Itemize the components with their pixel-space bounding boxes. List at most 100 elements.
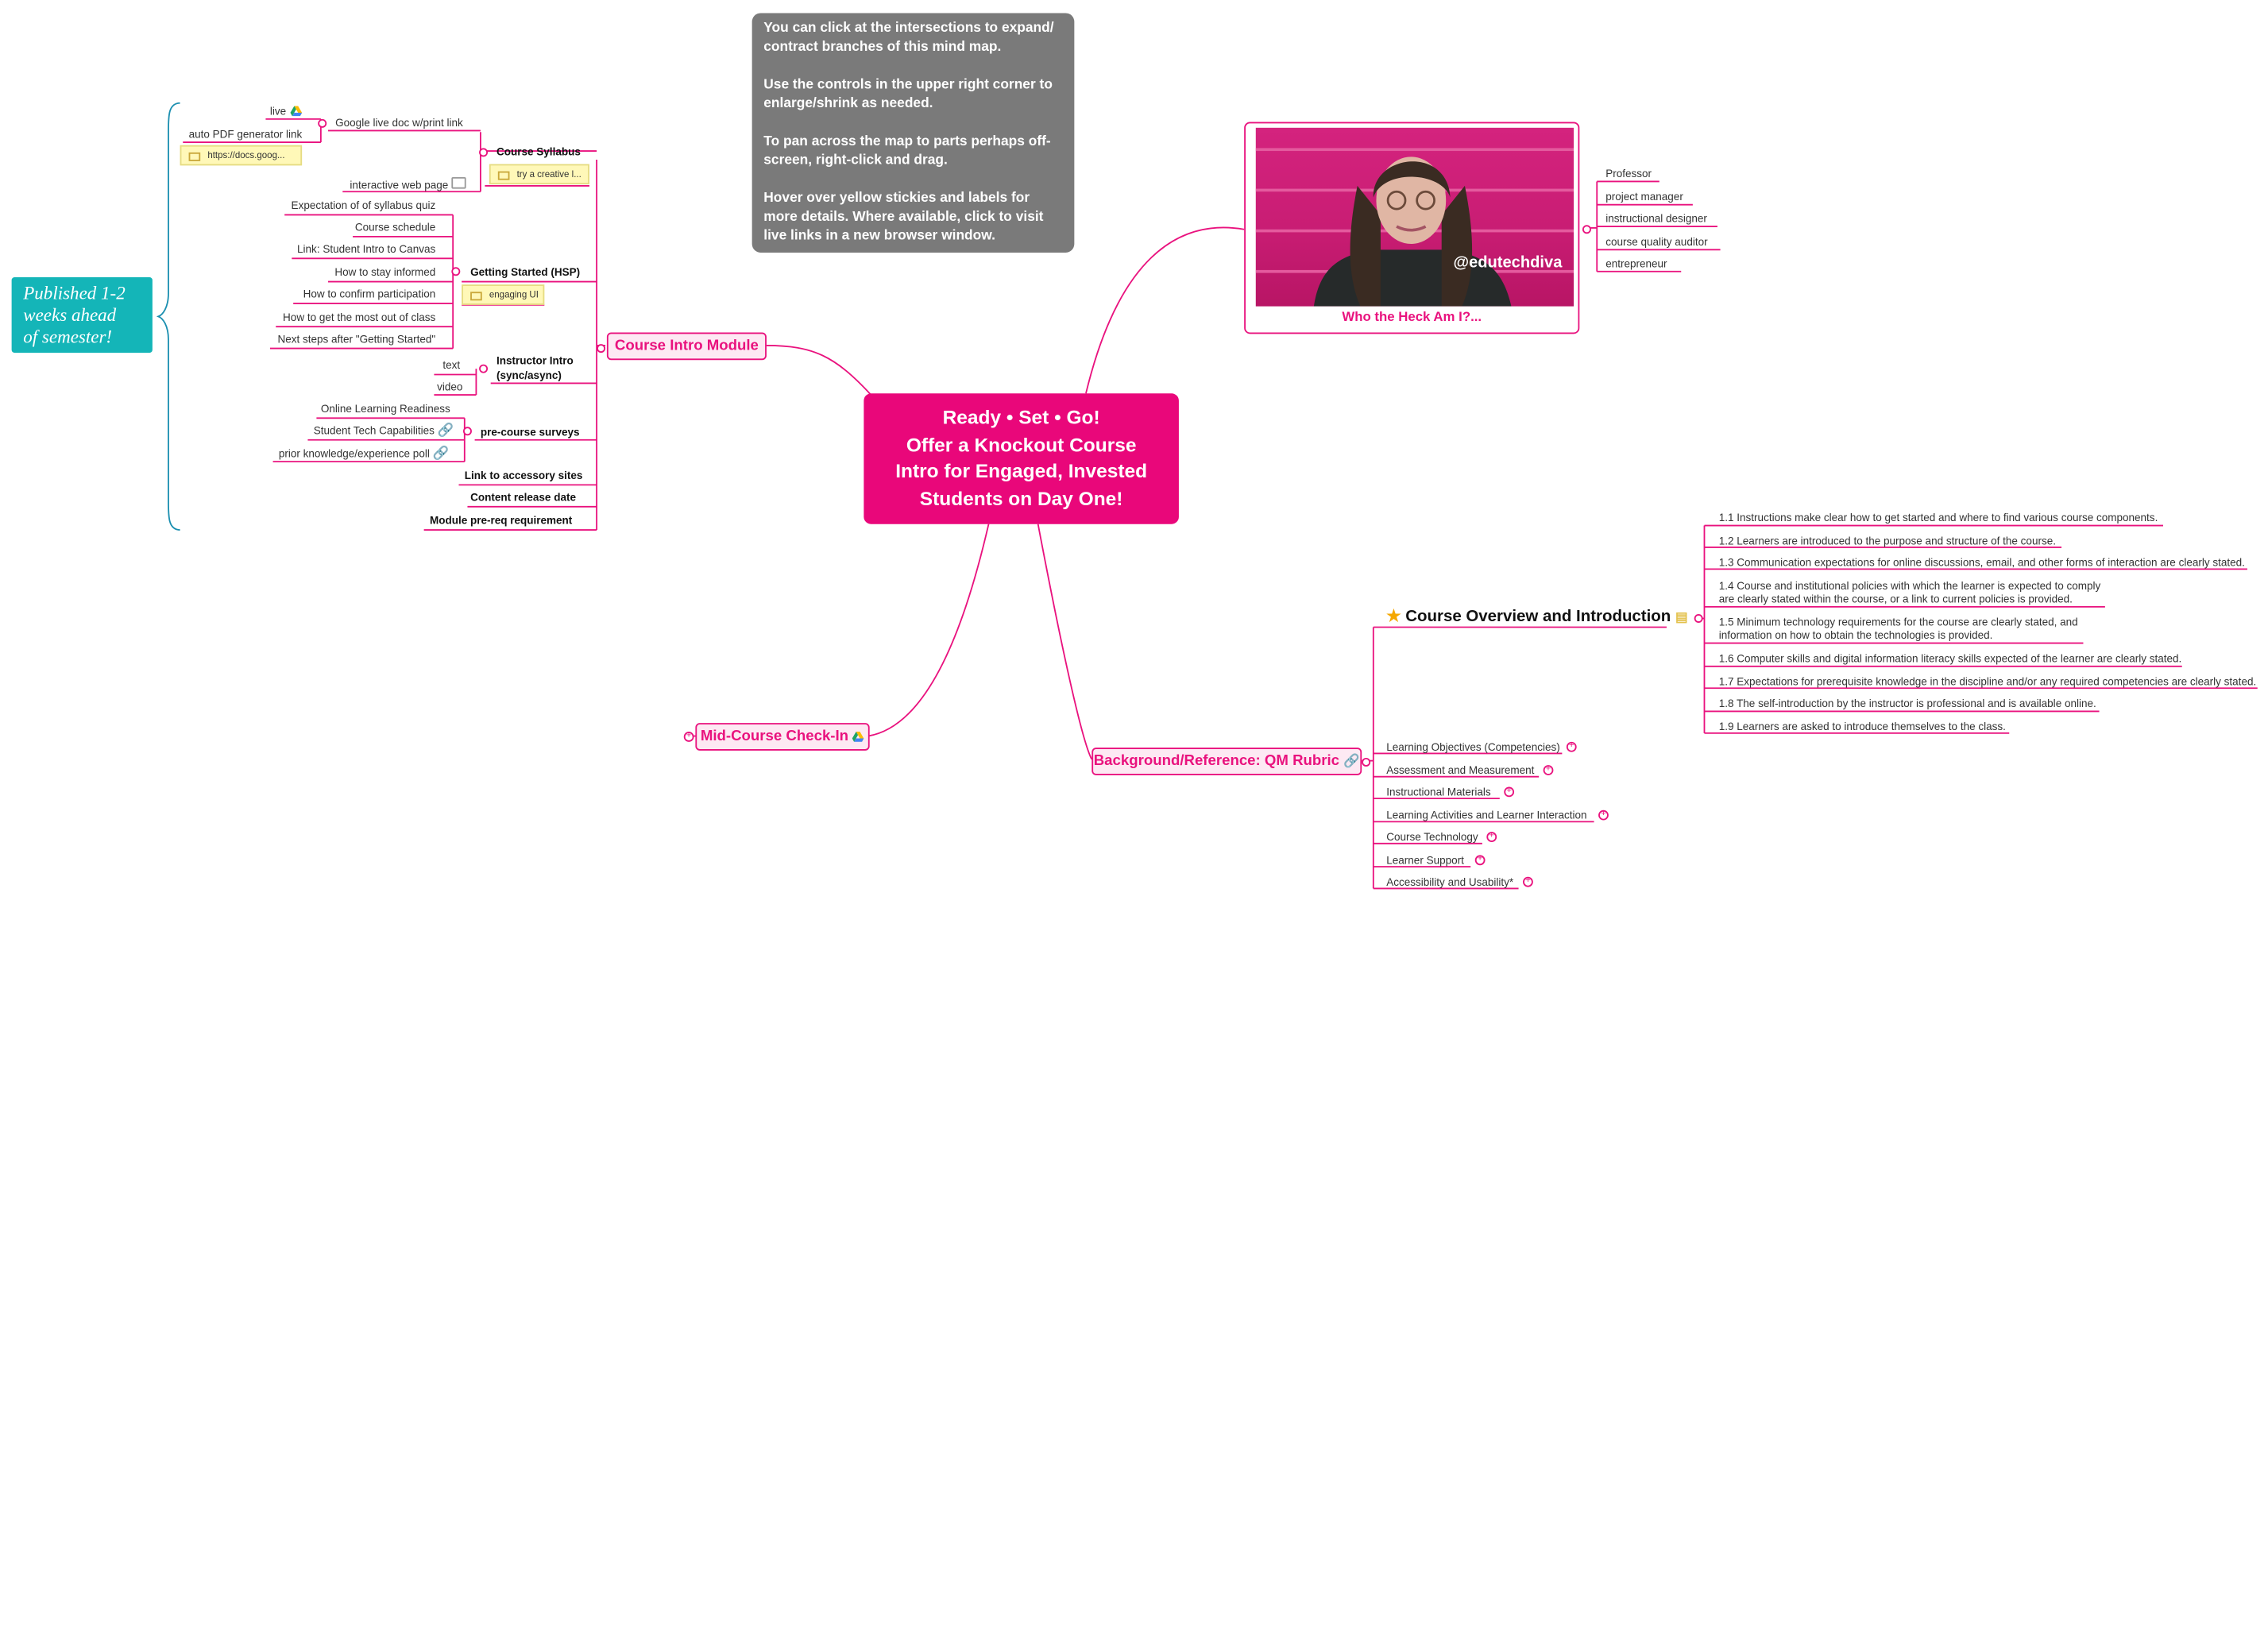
getting-started-topic[interactable]: Getting Started (HSP) [470,265,581,279]
role-item[interactable]: Professor [1605,167,1652,180]
qm-rubric-label: Background/Reference: QM Rubric [1093,753,1340,770]
expand-mid-course[interactable]: + [683,732,694,742]
instruction-zoom: Use the controls in the upper right corn… [763,76,1053,112]
getting-started-item[interactable]: Link: Student Intro to Canvas [297,242,436,256]
qm-category-item[interactable]: Accessibility and Usability* [1386,875,1514,889]
getting-started-item[interactable]: Next steps after "Getting Started" [277,332,436,346]
getting-started-item[interactable]: How to confirm participation [303,287,436,301]
qm-standard-item[interactable]: 1.5 Minimum technology requirements for … [1718,615,2078,642]
getting-started-item[interactable]: How to stay informed [334,265,436,279]
instructor-intro-text[interactable]: text [442,358,461,372]
qm-standard-item[interactable]: 1.1 Instructions make clear how to get s… [1718,511,2158,524]
role-item[interactable]: entrepreneur [1605,257,1667,270]
role-item[interactable]: course quality auditor [1605,235,1708,249]
qm-standard-item[interactable]: 1.3 Communication expectations for onlin… [1718,555,2245,570]
engaging-ui-sticky[interactable]: engaging UI [462,284,545,305]
collapse-surveys[interactable] [462,427,472,436]
published-callout: Published 1-2 weeks ahead of semester! [11,277,153,354]
instructor-intro-topic[interactable]: Instructor Intro (sync/async) [496,354,574,382]
note-icon: ▤ [1675,609,1688,624]
course-overview-topic[interactable]: ★ Course Overview and Introduction ▤ [1386,609,1687,628]
collapse-who-am-i[interactable] [1582,225,1591,234]
portrait-figure [1313,156,1512,307]
instruction-hover: Hover over yellow stickies and labels fo… [763,190,1044,245]
survey-item-label: Student Tech Capabilities [313,423,435,438]
interactive-web-page-label: interactive web page [350,178,449,192]
collapse-getting-started[interactable] [451,267,461,276]
branch-connectors [183,118,2258,890]
instructor-intro-video[interactable]: video [437,380,463,394]
expand-qm-category[interactable]: + [1543,765,1554,775]
qm-rubric-node[interactable]: Background/Reference: QM Rubric 🔗 [1091,748,1362,775]
survey-item-label: prior knowledge/experience poll [278,446,430,461]
qm-standard-item[interactable]: 1.4 Course and institutional policies wi… [1718,579,2101,606]
qm-category-item[interactable]: Learner Support [1386,853,1464,867]
qm-standard-item[interactable]: 1.6 Computer skills and digital informat… [1718,651,2182,665]
bookshelf-shelf [1255,148,1574,152]
who-am-i-label: Who the Heck Am I?... [1342,309,1482,324]
creative-link-sticky-text: try a creative l... [516,169,581,180]
creative-link-sticky[interactable]: try a creative l... [489,164,589,185]
qm-standard-item[interactable]: 1.7 Expectations for prerequisite knowle… [1718,674,2257,689]
who-am-i-node[interactable]: @edutechdiva Who the Heck Am I?... [1244,122,1580,334]
accessory-sites-topic[interactable]: Link to accessory sites [464,469,583,482]
photo-caption: @edutechdiva [1453,253,1563,272]
role-item[interactable]: instructional designer [1605,211,1707,226]
collapse-qm-rubric[interactable] [1362,757,1371,767]
link-icon: 🔗 [432,446,450,461]
qm-category-item[interactable]: Instructional Materials [1386,785,1491,799]
auto-pdf-topic[interactable]: auto PDF generator link [188,127,303,141]
expand-qm-category[interactable]: + [1474,855,1486,866]
instruction-expand: You can click at the intersections to ex… [763,20,1054,56]
qm-category-item[interactable]: Learning Activities and Learner Interact… [1386,808,1587,822]
docs-link-sticky[interactable]: https://docs.goog... [180,145,303,166]
profile-photo: @edutechdiva [1255,127,1574,307]
content-release-topic[interactable]: Content release date [470,490,576,504]
collapse-google-doc[interactable] [318,118,327,128]
google-live-doc-topic[interactable]: Google live doc w/print link [335,116,463,129]
collapse-course-overview[interactable] [1694,614,1703,623]
note-icon [497,171,510,180]
survey-item[interactable]: Online Learning Readiness [320,402,450,415]
mid-course-check-in-node[interactable]: Mid-Course Check-In [695,723,870,751]
getting-started-item[interactable]: How to get the most out of class [283,311,436,324]
expand-qm-category[interactable]: + [1566,741,1577,752]
course-intro-module-node[interactable]: Course Intro Module [606,332,767,361]
mid-course-label: Mid-Course Check-In [700,728,849,745]
getting-started-item[interactable]: Course schedule [354,220,436,234]
collapse-course-intro[interactable] [597,344,606,354]
docs-link-sticky-text: https://docs.goog... [207,151,285,161]
link-icon: 🔗 [437,422,454,438]
collapse-course-syllabus[interactable] [479,148,489,157]
live-link-label: live [269,104,287,118]
live-link-topic[interactable]: live [269,104,303,118]
central-topic[interactable]: Ready • Set • Go! Offer a Knockout Cours… [864,393,1179,524]
qm-standard-item[interactable]: 1.8 The self-introduction by the instruc… [1718,697,2096,710]
published-brace [156,102,180,531]
qm-category-item[interactable]: Assessment and Measurement [1386,763,1535,777]
qm-category-item[interactable]: Learning Objectives (Competencies) [1386,740,1560,754]
course-overview-label: Course Overview and Introduction [1405,608,1671,626]
pre-course-surveys-topic[interactable]: pre-course surveys [480,425,580,439]
expand-qm-category[interactable]: + [1598,809,1609,821]
role-item[interactable]: project manager [1605,190,1683,203]
expand-qm-category[interactable]: + [1486,832,1497,842]
course-syllabus-topic[interactable]: Course Syllabus [496,145,581,159]
survey-item[interactable]: Student Tech Capabilities 🔗 [313,422,454,438]
expand-qm-category[interactable]: + [1523,876,1533,887]
qm-category-item[interactable]: Course Technology [1386,830,1478,844]
star-icon: ★ [1386,608,1401,626]
google-drive-icon [290,106,303,117]
collapse-instructor-intro[interactable] [479,364,489,373]
getting-started-item[interactable]: Expectation of of syllabus quiz [291,199,436,212]
central-topic-text: Ready • Set • Go! Offer a Knockout Cours… [895,406,1148,509]
survey-item[interactable]: prior knowledge/experience poll 🔗 [278,446,450,461]
module-prereq-topic[interactable]: Module pre-req requirement [429,513,573,527]
expand-qm-category[interactable]: + [1504,786,1515,798]
interactive-web-page-topic[interactable]: interactive web page [350,176,466,192]
google-drive-icon [852,732,865,742]
qm-standard-item[interactable]: 1.9 Learners are asked to introduce them… [1718,720,2006,733]
qm-standard-item[interactable]: 1.2 Learners are introduced to the purpo… [1718,534,2056,547]
web-page-icon [451,176,466,189]
